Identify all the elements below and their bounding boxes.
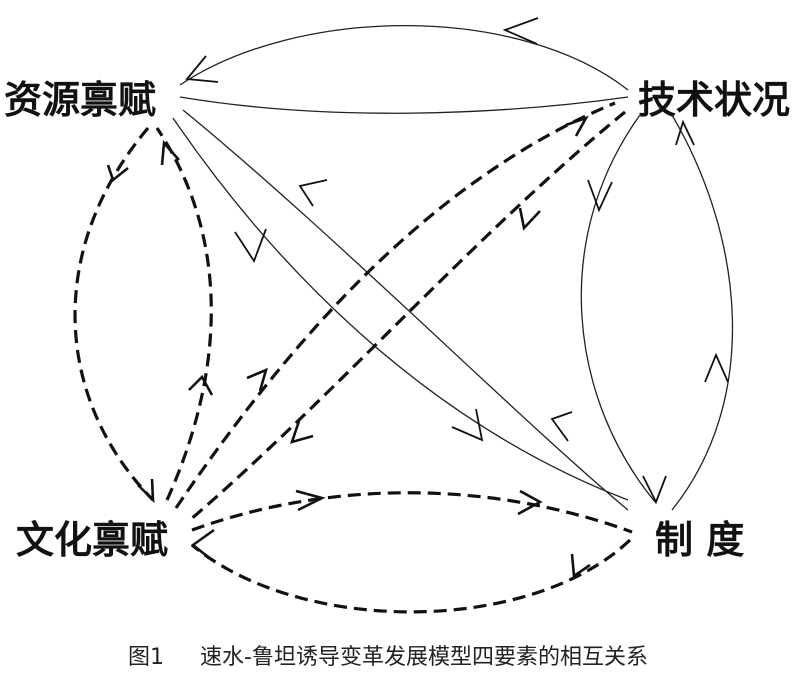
edge-culture-to-institution	[191, 491, 633, 534]
edge-institution-to-culture	[190, 538, 632, 614]
arrowhead-icon	[190, 528, 215, 562]
node-resource-endowment: 资源禀赋	[4, 78, 156, 122]
arrowhead-icon	[289, 420, 314, 444]
arrowhead-icon	[550, 411, 573, 442]
arrowhead-icon	[160, 139, 180, 166]
edge-resource-to-technology	[179, 96, 629, 114]
arrowhead-icon	[137, 478, 155, 504]
arrowhead-icon	[517, 489, 543, 516]
arrowhead-icon	[675, 119, 695, 146]
solid-edges	[172, 25, 734, 511]
edge-culture-to-technology	[174, 101, 616, 509]
edge-resource-to-culture	[73, 126, 155, 502]
node-technology: 技术状况	[638, 78, 790, 122]
node-culture-endowment: 文化禀赋	[16, 518, 168, 562]
arrowhead-icon	[565, 115, 589, 137]
arrowhead-icon	[518, 207, 541, 231]
arrowhead-icon	[570, 553, 591, 579]
arrowhead-icon	[246, 367, 268, 392]
edge-institution-to-resource	[182, 109, 629, 511]
edge-resource-to-institution	[172, 117, 629, 501]
edge-technology-to-resource	[179, 25, 629, 91]
arrowhead-icon	[234, 228, 267, 263]
edge-institution-to-technology	[671, 114, 734, 511]
solid-arrowheads	[185, 17, 729, 505]
edge-technology-to-culture	[188, 110, 627, 522]
arrowhead-icon	[295, 489, 326, 512]
dashed-arrowheads	[106, 115, 591, 579]
figure-number: 图1	[128, 645, 164, 670]
edge-culture-to-resource	[155, 127, 213, 501]
arrowhead-icon	[587, 179, 613, 213]
figure-caption: 速水-鲁坦诱导变革发展模型四要素的相互关系	[200, 645, 648, 670]
arrowhead-icon	[298, 179, 328, 207]
arrowhead-icon	[502, 17, 539, 45]
arrowhead-icon	[704, 352, 729, 383]
arrowhead-icon	[642, 475, 667, 505]
arrowhead-icon	[185, 55, 219, 83]
node-institution: 制 度	[655, 518, 744, 562]
arrowhead-icon	[106, 164, 129, 183]
edge-technology-to-institution	[580, 114, 657, 504]
arrowhead-icon	[188, 374, 214, 396]
arrowhead-icon	[451, 408, 484, 442]
